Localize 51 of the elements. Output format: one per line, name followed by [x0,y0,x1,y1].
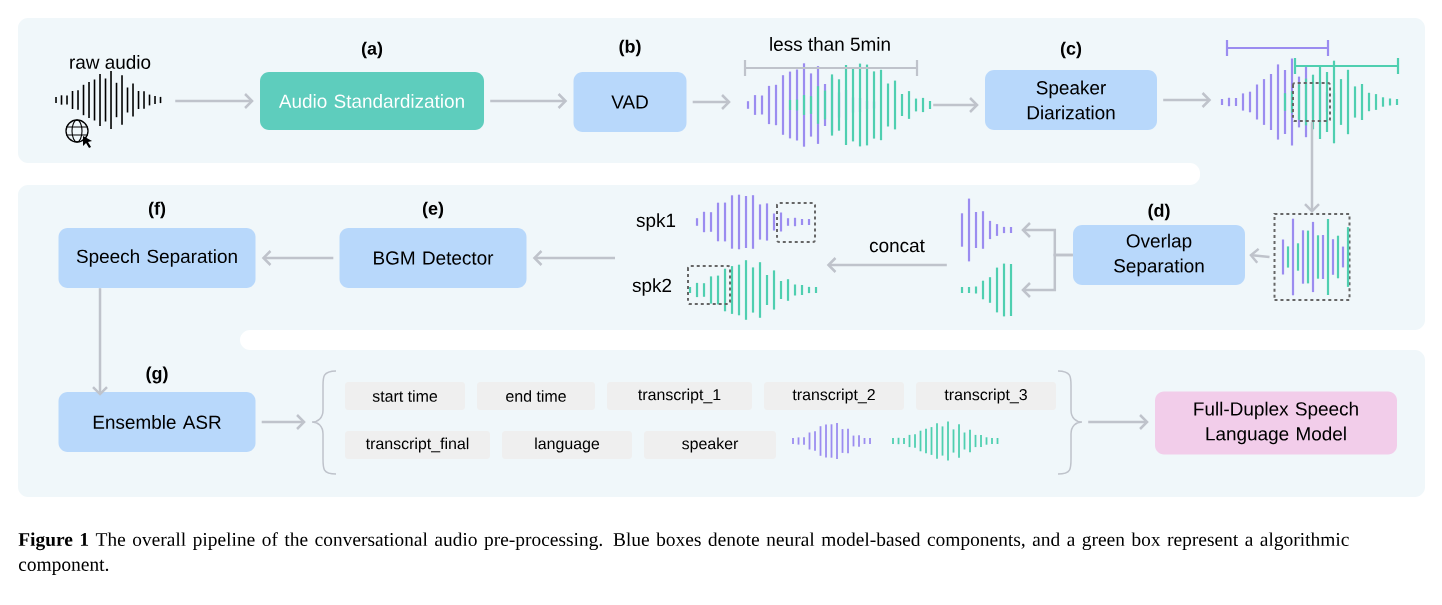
waveform [1220,58,1399,146]
step-label: (b) [619,39,641,57]
arrow [490,93,568,109]
arrow [826,257,947,273]
metadata-tag: transcript_3 [916,382,1056,410]
waveform [1273,213,1351,301]
waveform [892,420,999,462]
process-box: Overlap Separation [1073,225,1245,285]
metadata-tag: transcript_final [345,431,490,459]
process-box: Speech Separation [58,228,256,288]
waveform [960,263,1013,317]
caption: Figure 1 The overall pipeline of the conversational audio pre-processing. Blue boxes denote neural model-based components, and a green box represent a algorithmic component. [18,532,1349,575]
waveform [960,198,1013,262]
arrow [261,250,334,266]
step-label: (e) [422,201,444,219]
waveform [687,260,818,320]
waveform [792,422,871,460]
metadata-tag: language [502,431,632,459]
step-label: (f) [148,201,166,219]
speaker-label: spk1 [636,213,676,231]
arrow [1163,92,1212,108]
brace [311,370,1083,475]
process-box: Audio Standardization [260,72,484,130]
text-label: raw audio [70,55,151,69]
step-label: (a) [361,41,383,59]
arrow [1088,414,1149,430]
arrow [532,250,615,266]
arrow [1021,253,1073,298]
metadata-tag: transcript_1 [607,382,752,410]
metadata-tag: end time [477,382,595,410]
waveform [695,194,816,250]
waveform [746,63,932,147]
process-box: Ensemble ASR [58,392,256,452]
arrow [1249,247,1270,264]
arrow [175,93,254,109]
process-box: VAD [573,72,687,132]
metadata-tag: speaker [644,431,776,459]
step-label: (c) [1060,41,1082,59]
arrow [92,288,108,396]
metadata-tag: start time [345,382,465,410]
process-box: BGM Detector [339,228,527,288]
arrow [692,94,731,110]
arrow [1304,122,1320,213]
step-label: (g) [146,366,168,384]
arrow [933,97,979,113]
arrow [261,414,306,430]
process-box: Full-Duplex Speech Language Model [1155,391,1397,455]
metadata-tag: transcript_2 [764,382,904,410]
speaker-label: spk2 [632,278,672,296]
process-box: Speaker Diarization [985,70,1157,130]
step-label: (d) [1148,203,1170,221]
